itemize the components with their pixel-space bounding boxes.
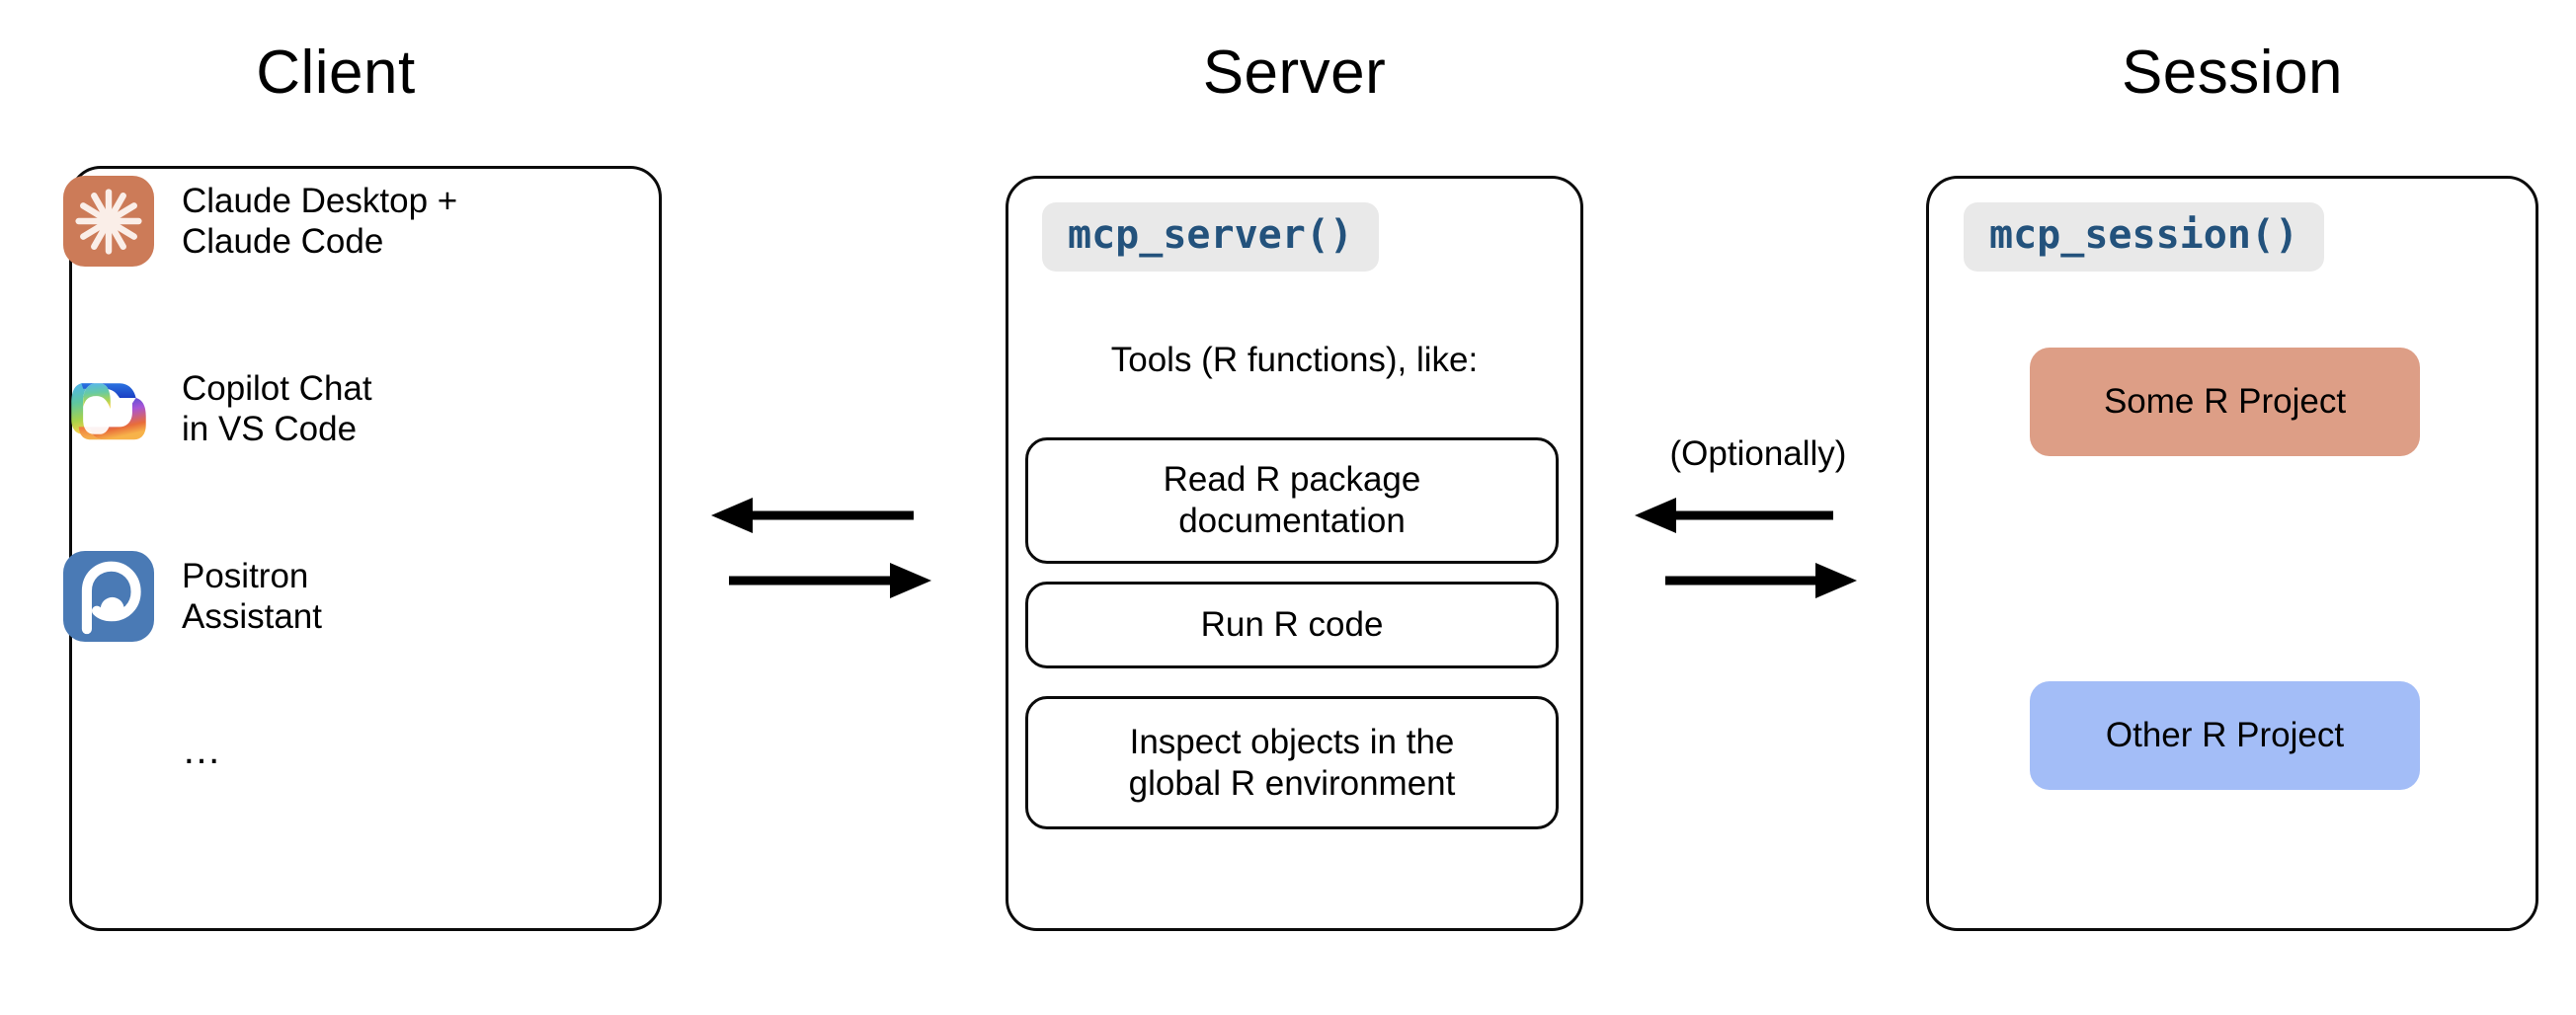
copilot-icon	[63, 363, 154, 454]
client-item-label: Positron Assistant	[182, 556, 322, 636]
client-panel	[69, 166, 662, 931]
client-more-ellipsis: …	[182, 729, 224, 772]
tools-caption: Tools (R functions), like:	[1110, 341, 1479, 379]
positron-icon	[63, 551, 154, 642]
optionally-label: (Optionally)	[1669, 434, 1847, 473]
claude-icon	[63, 176, 154, 267]
project-box: Other R Project	[2030, 681, 2420, 790]
session-column-title: Session	[2121, 39, 2344, 107]
client-server-arrows	[711, 498, 931, 598]
mcp-session-code-chip: mcp_session()	[1964, 202, 2325, 272]
tool-box: Run R code	[1025, 582, 1559, 668]
tool-box: Inspect objects in the global R environm…	[1025, 696, 1559, 829]
client-item-copilot: Copilot Chat in VS Code	[63, 363, 372, 454]
client-item-claude: Claude Desktop + Claude Code	[63, 176, 457, 267]
server-column-title: Server	[1202, 39, 1387, 107]
server-session-arrows	[1635, 498, 1857, 598]
client-item-label: Copilot Chat in VS Code	[182, 368, 372, 448]
client-item-positron: Positron Assistant	[63, 551, 322, 642]
client-item-label: Claude Desktop + Claude Code	[182, 181, 458, 261]
session-panel	[1926, 176, 2538, 931]
tool-box: Read R package documentation	[1025, 437, 1559, 564]
project-box: Some R Project	[2030, 348, 2420, 456]
client-column-title: Client	[256, 39, 416, 107]
mcp-server-code-chip: mcp_server()	[1042, 202, 1379, 272]
